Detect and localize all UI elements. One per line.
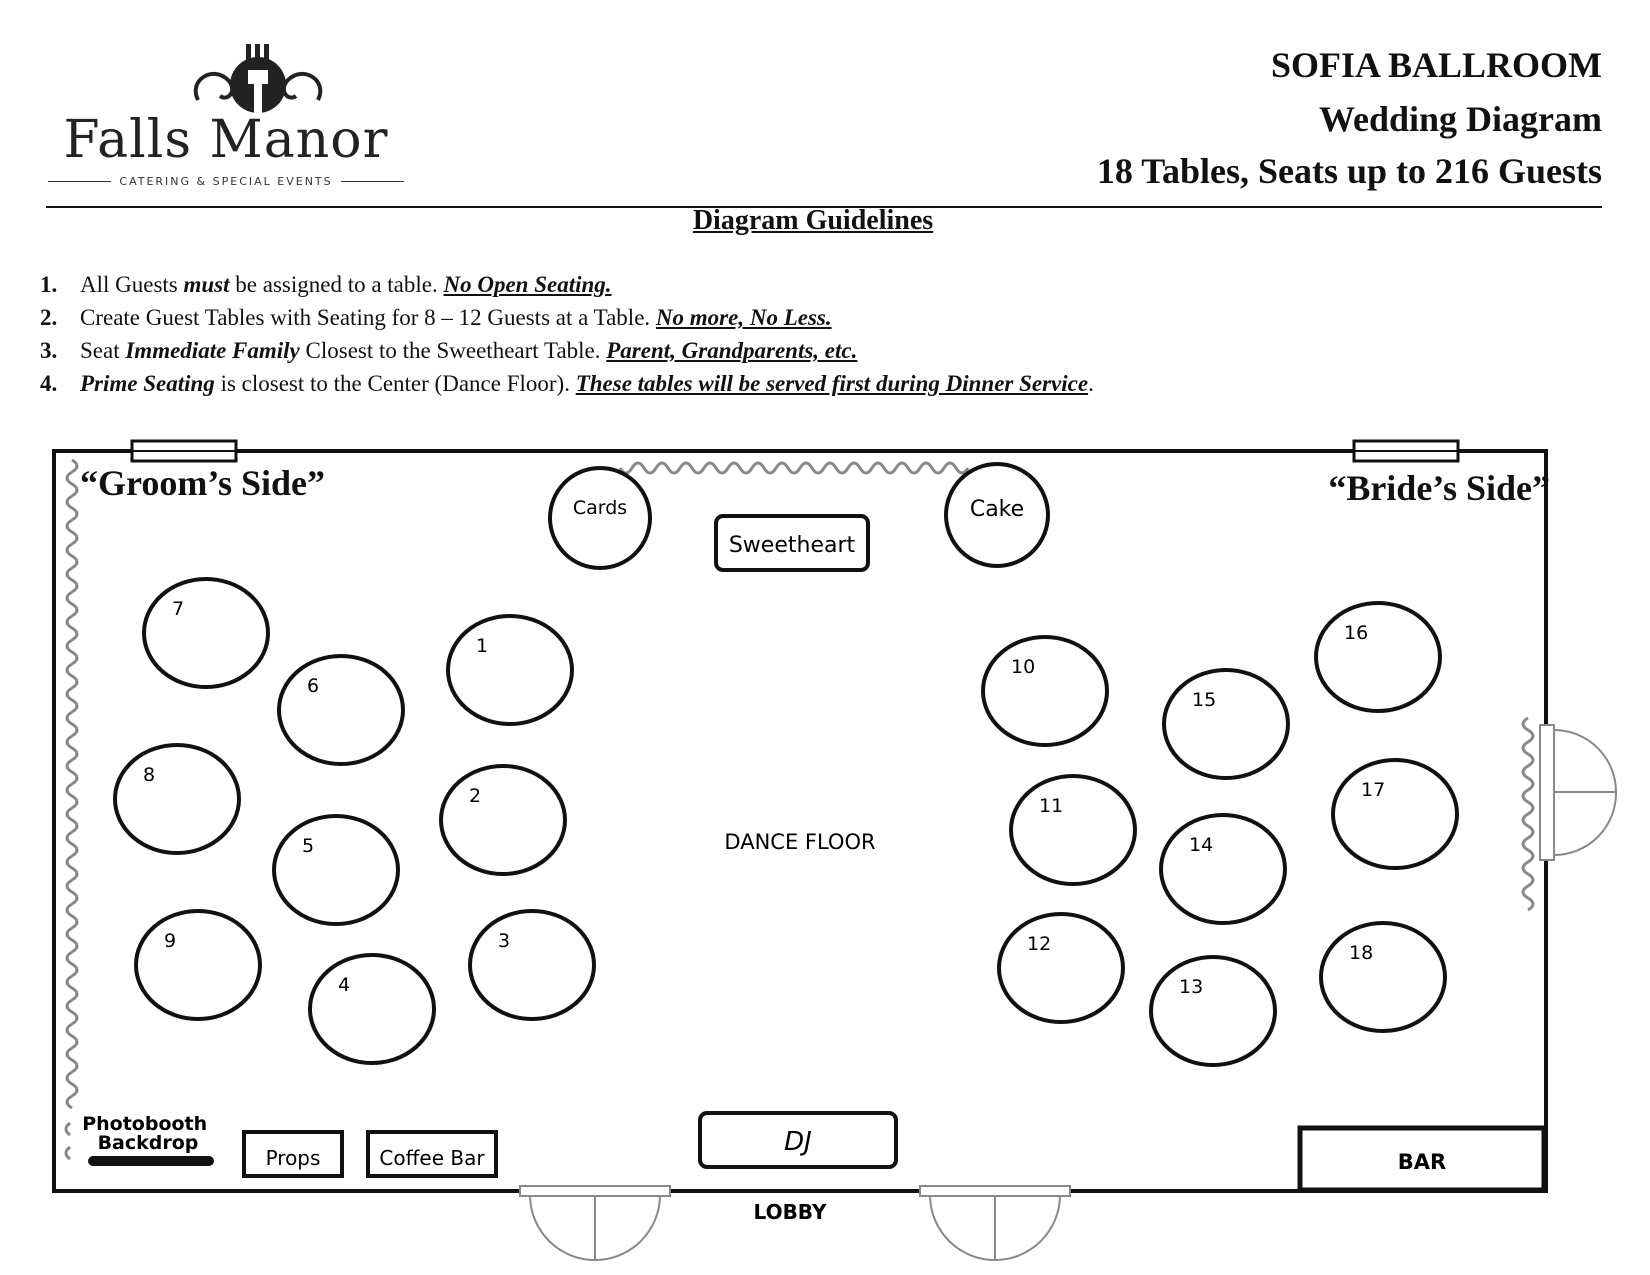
guidelines-heading: Diagram Guidelines (692, 205, 934, 236)
coffee-bar (366, 1130, 498, 1178)
logo: Falls Manor CATERING & SPECIAL EVENTS (48, 40, 408, 200)
page-title: SOFIA BALLROOM (1270, 45, 1602, 85)
page-subtitle: Wedding Diagram (1318, 99, 1602, 139)
guest-table-3 (468, 909, 596, 1021)
bar-label: BAR (1398, 1150, 1446, 1174)
guest-table-number: 3 (498, 930, 510, 952)
guest-table-number: 12 (1027, 933, 1051, 955)
drape-top (618, 461, 970, 475)
photobooth-backdrop (88, 1156, 214, 1166)
guest-table-number: 17 (1361, 779, 1385, 801)
bride-side-label: “Bride’s Side” (1328, 468, 1550, 508)
guest-table-number: 15 (1192, 689, 1216, 711)
guest-table-10 (981, 635, 1109, 747)
guest-table-number: 5 (302, 835, 314, 857)
guest-table-number: 14 (1189, 834, 1213, 856)
guest-table-17 (1331, 758, 1459, 870)
drape-left (65, 458, 79, 1110)
guest-table-number: 10 (1011, 656, 1035, 678)
cake-label: Cake (970, 497, 1024, 522)
coffee-bar-label: Coffee Bar (379, 1146, 485, 1170)
capacity-note: 18 Tables, Seats up to 216 Guests (1096, 151, 1602, 191)
logo-divider (48, 181, 112, 182)
lobby-label: LOBBY (754, 1200, 827, 1224)
guideline-item: 1.All Guests must be assigned to a table… (40, 272, 612, 297)
cake-table (944, 462, 1050, 568)
header-divider (46, 206, 1602, 208)
fork-crest-icon (193, 44, 323, 114)
guest-table-number: 9 (164, 930, 176, 952)
drape-right (1521, 716, 1535, 912)
photobooth-label: Photobooth Backdrop (82, 1113, 214, 1154)
guest-table-number: 4 (338, 974, 350, 996)
sweetheart-table (714, 514, 870, 572)
guest-table-13 (1149, 955, 1277, 1067)
props-table (242, 1130, 344, 1178)
cards-table (548, 466, 652, 570)
guest-table-15 (1162, 668, 1290, 780)
guest-table-5 (272, 814, 400, 926)
dj-booth (698, 1111, 898, 1169)
cards-label: Cards (573, 497, 627, 519)
guest-table-1 (446, 614, 574, 726)
guideline-item: 4.Prime Seating is closest to the Center… (40, 371, 1094, 396)
dj-label: DJ (784, 1127, 812, 1157)
props-label: Props (266, 1146, 321, 1170)
side-door (1539, 724, 1618, 861)
guest-table-number: 6 (307, 675, 319, 697)
guest-table-number: 8 (143, 764, 155, 786)
guest-table-2 (439, 764, 567, 876)
lobby-door-left (519, 1185, 671, 1261)
logo-divider (340, 181, 405, 182)
guest-table-16 (1314, 601, 1442, 713)
bar (1297, 1125, 1547, 1193)
room-outline (52, 449, 1548, 1193)
logo-tagline-row: CATERING & SPECIAL EVENTS (48, 175, 405, 188)
guest-table-number: 2 (469, 785, 481, 807)
guest-table-number: 18 (1349, 942, 1373, 964)
guest-table-9 (134, 909, 262, 1021)
logo-name: Falls Manor (63, 110, 389, 170)
lobby-door-right (919, 1185, 1071, 1261)
guest-table-number: 16 (1344, 622, 1368, 644)
guideline-item: 3.Seat Immediate Family Closest to the S… (40, 338, 858, 363)
guest-table-number: 13 (1179, 976, 1203, 998)
logo-tagline: CATERING & SPECIAL EVENTS (119, 175, 333, 188)
guest-table-number: 1 (476, 635, 488, 657)
guest-table-4 (308, 953, 436, 1065)
guest-table-14 (1159, 813, 1287, 925)
guidelines-list: 1.All Guests must be assigned to a table… (40, 268, 1094, 400)
guest-table-7 (142, 577, 270, 689)
guest-table-8 (113, 743, 241, 855)
sweetheart-label: Sweetheart (729, 533, 856, 558)
guest-table-18 (1319, 921, 1447, 1033)
guest-table-11 (1009, 774, 1137, 886)
guideline-item: 2.Create Guest Tables with Seating for 8… (40, 305, 832, 330)
guest-table-12 (997, 912, 1125, 1024)
guest-table-number: 11 (1039, 795, 1063, 817)
photobooth-drape (64, 1121, 71, 1161)
guest-table-number: 7 (172, 598, 184, 620)
groom-side-label: “Groom’s Side” (80, 463, 326, 503)
dance-floor-label: DANCE FLOOR (724, 830, 875, 854)
guest-table-6 (277, 654, 405, 766)
